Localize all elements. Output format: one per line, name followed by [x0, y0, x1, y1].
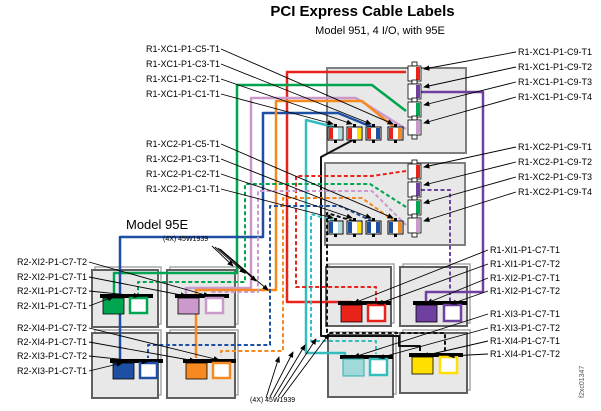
cable-label-r2-xi2-t1: R2-XI2-P1-C7-T1	[16, 272, 87, 282]
cable-label-r2-xi1-t2: R2-XI1-P1-C7-T2	[16, 286, 87, 296]
cable-label-xc2-c9-t2: R1-XC2-P1-C9-T2	[518, 157, 593, 167]
cable-label-r2-xi4-t1: R2-XI4-P1-C7-T1	[16, 337, 87, 347]
xc2-connector-c3	[365, 218, 382, 237]
xc1-c9-t4	[407, 115, 422, 140]
cable-label-xc1-c5-t1: R1-XC1-P1-C5-T1	[145, 44, 220, 54]
plum-outline-connector	[203, 294, 229, 315]
red-solid-connector	[338, 301, 366, 323]
cable-label-xc1-c9-t2: R1-XC1-P1-C9-T2	[518, 62, 593, 72]
cable-label-xc2-c9-t3: R1-XC2-P1-C9-T3	[518, 172, 593, 182]
r2-plum-box	[166, 269, 236, 328]
page-title: PCI Express Cable Labels	[270, 3, 455, 20]
cable-label-r1-xi3-t2: R1-XI3-P1-C7-T2	[490, 323, 561, 333]
cable-red-dashed	[295, 170, 407, 303]
xc1-cluster-connectors	[327, 124, 404, 143]
cable-part-note-top: (4X) 45W1939	[163, 236, 209, 243]
orange-solid-connector	[183, 359, 211, 380]
cable-label-xc2-c5-t1: R1-XC2-P1-C5-T1	[145, 139, 220, 149]
cable-label-r1-xi1-t2: R1-XI1-P1-C7-T2	[490, 259, 561, 269]
cable-label-xc1-c9-t1: R1-XC1-P1-C9-T1	[518, 47, 593, 57]
cable-label-r2-xi2-t2: R2-XI2-P1-C7-T2	[16, 257, 87, 267]
figure-id-watermark: f2xc01347	[579, 365, 586, 398]
cable-label-r2-xi3-t1: R2-XI3-P1-C7-T1	[16, 366, 87, 376]
blue-outline-connector	[137, 359, 163, 380]
xc2-connector-c1	[327, 218, 344, 237]
xc2-connector-c4	[387, 218, 404, 237]
green-solid-connector	[100, 294, 128, 315]
cable-purple-solid	[421, 90, 485, 303]
cable-teal-solid	[304, 118, 347, 356]
cable-label-xc2-c9-t4: R1-XC2-P1-C9-T4	[518, 187, 593, 197]
cable-label-r1-xi2-t2: R1-XI2-P1-C7-T2	[490, 286, 561, 296]
cable-label-r2-xi3-t2: R2-XI3-P1-C7-T2	[16, 351, 87, 361]
xc2-c9-t4	[407, 213, 422, 238]
cable-label-r2-xi1-t1: R2-XI1-P1-C7-T1	[16, 301, 87, 311]
cable-label-xc1-c9-t4: R1-XC1-P1-C9-T4	[518, 92, 593, 102]
cable-label-r2-xi4-t2: R2-XI4-P1-C7-T2	[16, 323, 87, 333]
plum-solid-connector	[175, 294, 203, 315]
cable-label-r1-xi4-t2: R1-XI4-P1-C7-T2	[490, 349, 561, 359]
model-95e-heading: Model 95E	[126, 217, 189, 232]
cable-label-r1-xi2-t1: R1-XI2-P1-C7-T1	[490, 273, 561, 283]
cable-yellow-pair-solid	[320, 139, 421, 351]
xc1-connector-c4	[387, 124, 404, 143]
cable-label-xc1-c2-t1: R1-XC1-P1-C2-T1	[145, 74, 220, 84]
page-subtitle: Model 951, 4 I/O, with 95E	[315, 25, 445, 37]
cable-label-xc1-c3-t1: R1-XC1-P1-C3-T1	[145, 59, 220, 69]
cable-label-xc1-c9-t3: R1-XC1-P1-C9-T3	[518, 77, 593, 87]
xc2-c9-connectors	[407, 159, 422, 238]
label-arrows	[88, 48, 517, 372]
xc1-connector-c2	[346, 124, 363, 143]
teal-solid-connector	[340, 355, 368, 377]
yellow-solid-connector	[409, 353, 437, 375]
cable-orange-dashed	[220, 197, 395, 356]
xc1-c9-connectors	[407, 61, 422, 140]
cable-part-note-bottom: (4X) 45W1939	[250, 397, 296, 404]
cable-plum-dashed	[211, 190, 407, 294]
cable-label-xc2-c9-t1: R1-XC2-P1-C9-T1	[518, 142, 593, 152]
cable-green-dashed	[137, 183, 407, 294]
cable-label-xc2-c2-t1: R1-XC2-P1-C2-T1	[145, 169, 220, 179]
cable-label-xc2-c3-t1: R1-XC2-P1-C3-T1	[145, 154, 220, 164]
orange-outline-connector	[210, 359, 236, 380]
cable-label-r1-xi4-t1: R1-XI4-P1-C7-T1	[490, 336, 561, 346]
xc2-cluster-connectors	[327, 218, 404, 237]
cable-label-xc2-c1-t1: R1-XC2-P1-C1-T1	[145, 184, 220, 194]
xc1-connector-c1	[327, 124, 344, 143]
cable-label-r1-xi3-t1: R1-XI3-P1-C7-T1	[490, 309, 561, 319]
cable-blue-solid	[118, 111, 373, 360]
xc1-connector-c3	[365, 124, 382, 143]
cable-label-r1-xi1-t1: R1-XI1-P1-C7-T1	[490, 245, 561, 255]
cable-label-xc1-c1-t1: R1-XC1-P1-C1-T1	[145, 89, 220, 99]
cable-blue-dashed	[147, 205, 373, 358]
blue-solid-connector	[110, 359, 138, 380]
note-arrows	[211, 245, 330, 399]
xc2-connector-c2	[346, 218, 363, 237]
purple-solid-connector	[413, 301, 441, 323]
